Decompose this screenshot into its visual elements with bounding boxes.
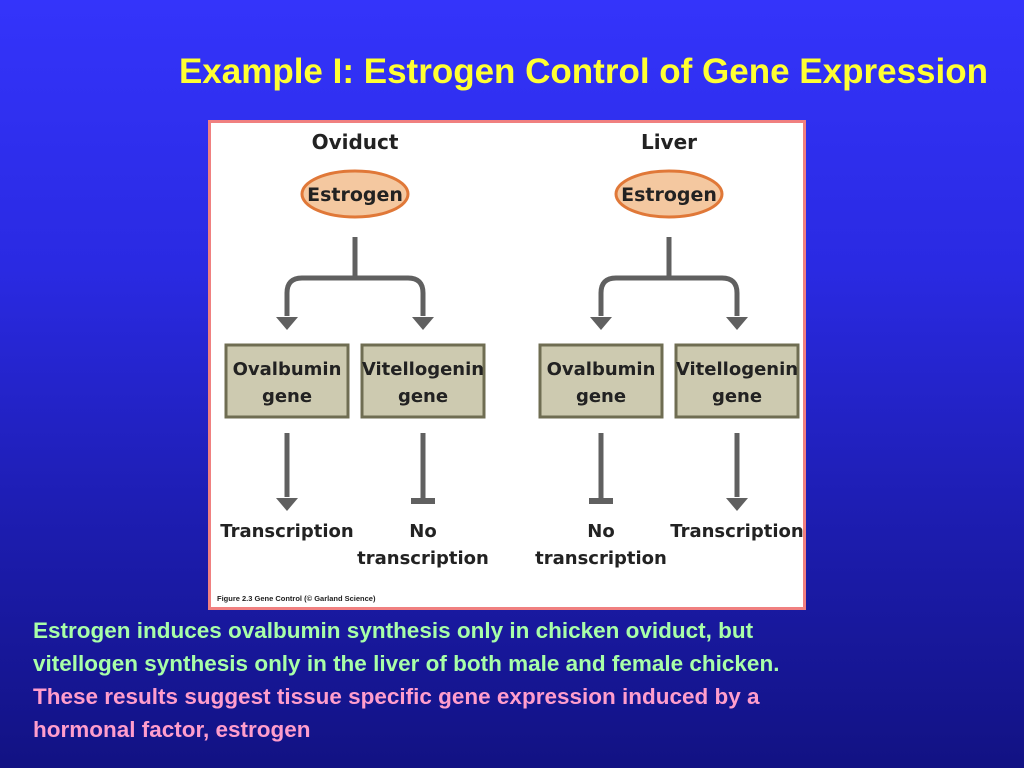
outcome-label: Transcription [670,521,803,542]
activation-arrowhead [276,498,298,511]
slide-title: Example I: Estrogen Control of Gene Expr… [178,52,988,91]
gene-name: Vitellogenin [676,359,798,380]
gene-box [538,343,664,419]
gene-box [224,343,350,419]
activation-arrowhead [726,498,748,511]
outcome-label: No [587,521,614,542]
body-text: Estrogen induces ovalbumin synthesis onl… [33,614,1003,746]
hormone-label: Estrogen [621,184,717,206]
gene-box [674,343,800,419]
branch-fork [598,275,740,316]
gene-box [360,343,486,419]
gene-name: Ovalbumin [233,359,342,380]
conclusion-line-2: hormonal factor, estrogen [33,717,311,742]
gene-label: gene [712,386,762,407]
branch-arrowhead [276,317,298,330]
hormone-label: Estrogen [307,184,403,206]
outcome-label: No [409,521,436,542]
branch-fork [284,275,426,316]
branch-arrowhead [412,317,434,330]
gene-name: Ovalbumin [547,359,656,380]
conclusion-line-1: These results suggest tissue specific ge… [33,684,760,709]
summary-line-2: vitellogen synthesis only in the liver o… [33,651,780,676]
branch-arrowhead [726,317,748,330]
gene-label: gene [262,386,312,407]
hormone-oval [300,169,410,219]
gene-label: gene [398,386,448,407]
gene-label: gene [576,386,626,407]
figure-caption: Figure 2.3 Gene Control (© Garland Scien… [217,594,376,603]
outcome-label: transcription [535,548,667,569]
outcome-label: Transcription [220,521,353,542]
branch-arrowhead [590,317,612,330]
gene-name: Vitellogenin [362,359,484,380]
panel-heading: Oviduct [312,130,399,154]
hormone-oval [614,169,724,219]
panel-heading: Liver [641,130,697,154]
summary-line-1: Estrogen induces ovalbumin synthesis onl… [33,618,754,643]
outcome-label: transcription [357,548,489,569]
